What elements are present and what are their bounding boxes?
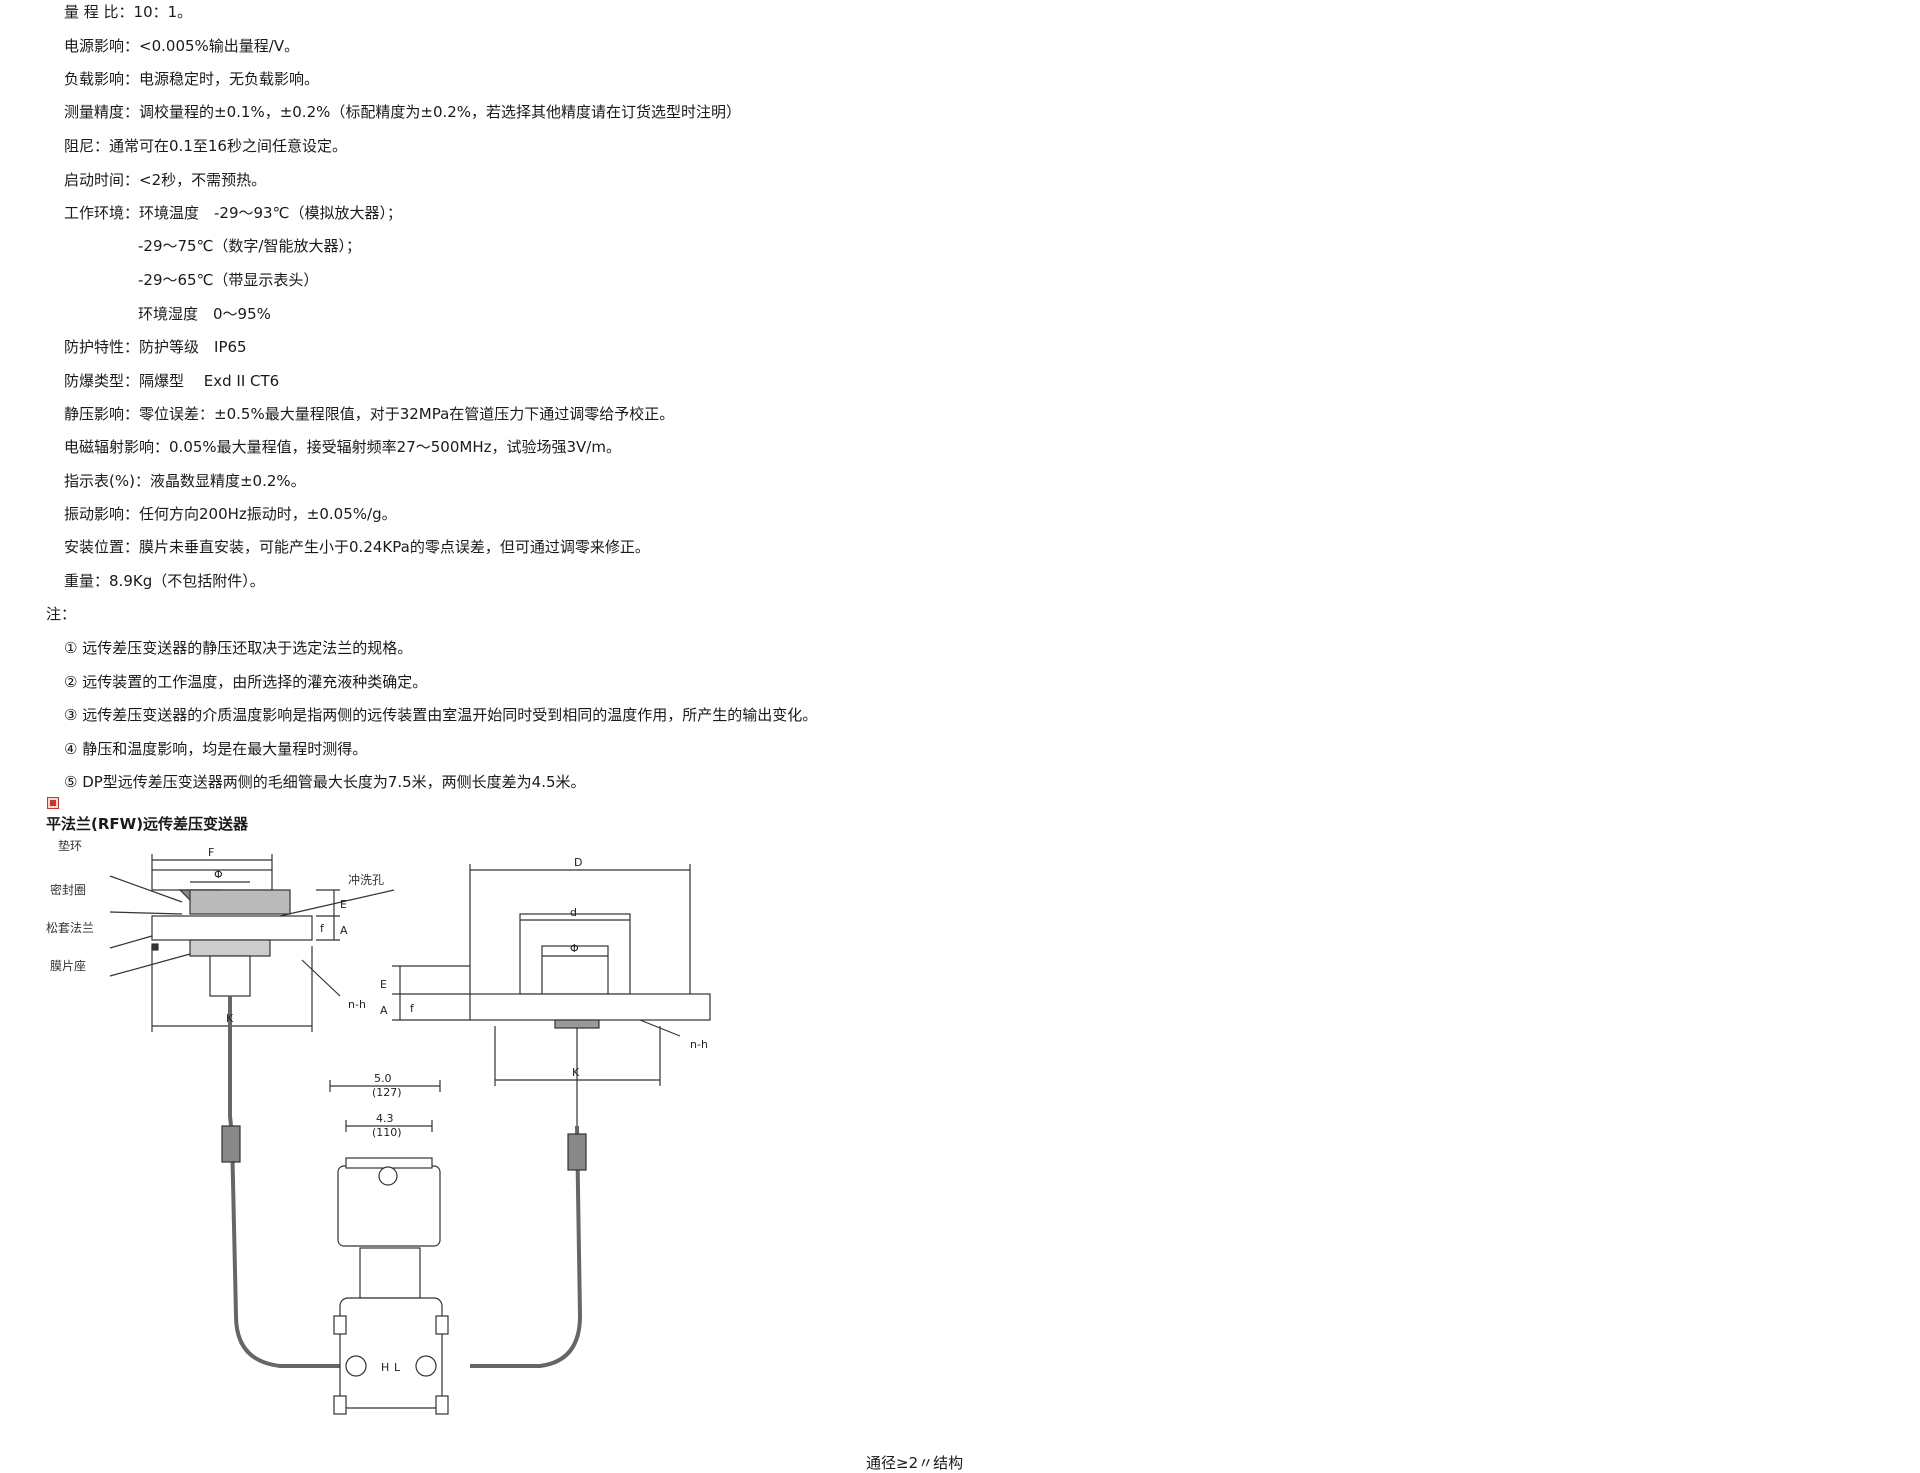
broken-image-icon: [47, 797, 59, 809]
spec-label: 阻尼：: [64, 137, 110, 155]
spec-row: 电磁辐射影响：0.05%最大量程值，接受辐射频率27～500MHz，试验场强3V…: [64, 437, 621, 457]
label-diaphragm-seat: 膜片座: [50, 958, 86, 973]
label-gasket: 垫环: [58, 838, 82, 853]
env-line: -29～75℃（数字/智能放大器）；: [138, 237, 361, 255]
spec-label: 重量：: [64, 572, 110, 590]
label-loose-flange: 松套法兰: [46, 921, 94, 935]
spec-row: 量 程 比：10：1。: [64, 2, 192, 22]
dim-phi-right: Φ: [570, 942, 579, 955]
label-seal: 密封圈: [50, 882, 86, 897]
spec-value: 液晶数显精度±0.2%。: [149, 472, 306, 490]
spec-label: 工作环境：: [64, 204, 140, 222]
spec-value: 隔爆型 Exd II CT6: [139, 372, 280, 390]
spec-label: 电磁辐射影响：: [64, 438, 170, 456]
dim-d: d: [570, 906, 577, 919]
spec-value: <2秒，不需预热。: [139, 171, 267, 189]
spec-label: 防护特性：: [64, 338, 140, 356]
spec-label: 静压影响：: [64, 405, 140, 423]
spec-row: 指示表(%)：液晶数显精度±0.2%。: [64, 471, 306, 491]
note-item: ⑤ DP型远传差压变送器两侧的毛细管最大长度为7.5米，两侧长度差为4.5米。: [64, 773, 586, 791]
spec-label: 防爆类型：: [64, 372, 140, 390]
spec-label: 指示表(%)：: [64, 472, 150, 490]
spec-label: 量 程 比：: [64, 3, 134, 21]
dim-K-left: K: [226, 1012, 234, 1025]
dim-width-inner: 4.3: [376, 1112, 394, 1125]
spec-row: 测量精度：调校量程的±0.1%，±0.2%（标配精度为±0.2%，若选择其他精度…: [64, 102, 741, 122]
spec-value: 0.05%最大量程值，接受辐射频率27～500MHz，试验场强3V/m。: [169, 438, 621, 456]
notes-heading: 注：: [46, 605, 77, 623]
note-item: ④ 静压和温度影响，均是在最大量程时测得。: [64, 740, 368, 758]
spec-label: 启动时间：: [64, 171, 140, 189]
spec-value: 膜片未垂直安装，可能产生小于0.24KPa的零点误差，但可通过调零来修正。: [139, 538, 650, 556]
dim-F: F: [208, 846, 214, 859]
dim-nh-left: n-h: [348, 998, 366, 1011]
spec-label: 电源影响：: [64, 37, 140, 55]
spec-row: 电源影响：<0.005%输出量程/V。: [64, 36, 299, 56]
spec-label: 负载影响：: [64, 70, 140, 88]
spec-value: <0.005%输出量程/V。: [139, 37, 300, 55]
dim-phi-left: Φ: [214, 868, 223, 881]
diagram-caption: 通径≥2〃结构: [866, 1454, 964, 1472]
spec-value: 8.9Kg（不包括附件）。: [109, 572, 265, 590]
spec-value: 10：1。: [133, 3, 193, 21]
spec-row: 工作环境：环境温度 -29～93℃（模拟放大器）；: [64, 203, 402, 223]
spec-row: 防护特性：防护等级 IP65: [64, 337, 247, 357]
spec-value: 环境温度 -29～93℃（模拟放大器）；: [139, 204, 402, 222]
dim-f-left: f: [320, 922, 325, 935]
dim-A-left: A: [340, 924, 348, 937]
note-item: ① 远传差压变送器的静压还取决于选定法兰的规格。: [64, 639, 413, 657]
dim-K-right: K: [572, 1066, 580, 1079]
spec-row: 防爆类型：隔爆型 Exd II CT6: [64, 371, 279, 391]
spec-label: 测量精度：: [64, 103, 140, 121]
note-item: ② 远传装置的工作温度，由所选择的灌充液种类确定。: [64, 673, 428, 691]
remote-transmitter-diagram: 垫环 密封圈 松套法兰 膜片座 冲洗孔 F Φ E A f K n-h D d …: [46, 838, 711, 1415]
spec-row: 静压影响：零位误差：±0.5%最大量程限值，对于32MPa在管道压力下通过调零给…: [64, 404, 674, 424]
spec-value: 防护等级 IP65: [139, 338, 247, 356]
dim-f-right: f: [410, 1002, 415, 1015]
dim-width-inner-mm: (110): [372, 1126, 402, 1139]
spec-value: 任何方向200Hz振动时，±0.05%/g。: [139, 505, 397, 523]
dim-width-outer: 5.0: [374, 1072, 392, 1085]
spec-row: 振动影响：任何方向200Hz振动时，±0.05%/g。: [64, 504, 397, 524]
spec-row: 安装位置：膜片未垂直安装，可能产生小于0.24KPa的零点误差，但可通过调零来修…: [64, 537, 650, 557]
spec-row: 启动时间：<2秒，不需预热。: [64, 170, 266, 190]
high-side-label: H: [381, 1361, 389, 1374]
section-title: 平法兰(RFW)远传差压变送器: [46, 815, 249, 833]
spec-value: 通常可在0.1至16秒之间任意设定。: [109, 137, 347, 155]
spec-row: 重量：8.9Kg（不包括附件）。: [64, 571, 265, 591]
env-line: -29～65℃（带显示表头）: [138, 271, 319, 289]
label-flush-hole: 冲洗孔: [348, 872, 384, 887]
dim-A-right: A: [380, 1004, 388, 1017]
spec-row: 阻尼：通常可在0.1至16秒之间任意设定。: [64, 136, 347, 156]
dim-nh-right: n-h: [690, 1038, 708, 1051]
spec-value: 调校量程的±0.1%，±0.2%（标配精度为±0.2%，若选择其他精度请在订货选…: [139, 103, 742, 121]
spec-row: 负载影响：电源稳定时，无负载影响。: [64, 69, 319, 89]
dim-E-left: E: [340, 898, 347, 911]
spec-value: 零位误差：±0.5%最大量程限值，对于32MPa在管道压力下通过调零给予校正。: [139, 405, 675, 423]
env-line: 环境湿度 0～95%: [138, 305, 271, 323]
dim-width-outer-mm: (127): [372, 1086, 402, 1099]
dim-E-right: E: [380, 978, 387, 991]
low-side-label: L: [394, 1361, 401, 1374]
spec-label: 振动影响：: [64, 505, 140, 523]
note-item: ③ 远传差压变送器的介质温度影响是指两侧的远传装置由室温开始同时受到相同的温度作…: [64, 706, 818, 724]
dim-D: D: [574, 856, 582, 869]
spec-value: 电源稳定时，无负载影响。: [139, 70, 320, 88]
spec-label: 安装位置：: [64, 538, 140, 556]
